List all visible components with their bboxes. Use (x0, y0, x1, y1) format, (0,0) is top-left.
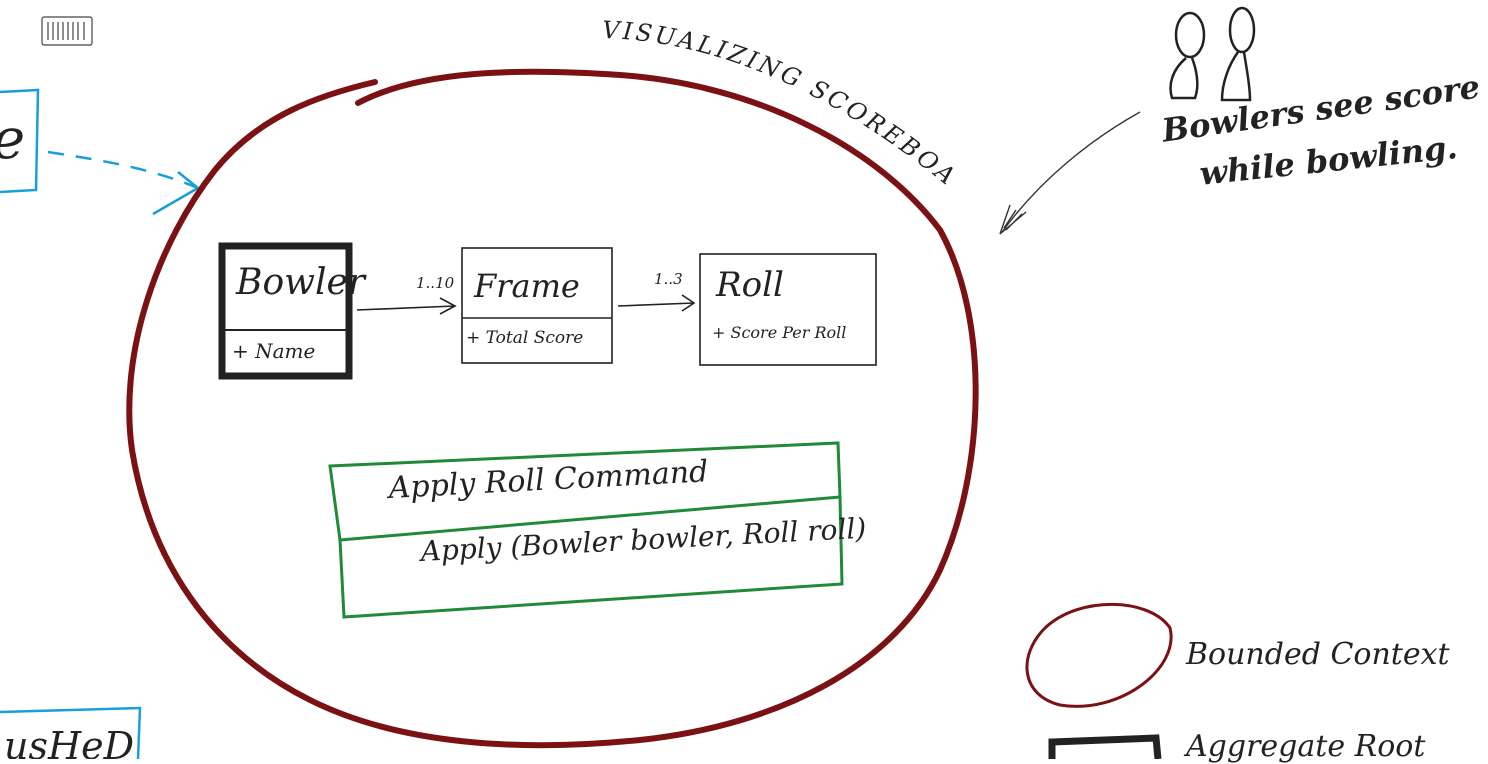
external-context-label: e (0, 107, 25, 172)
barcode-icon (41, 16, 93, 46)
frame-attribute: + Total Score (466, 328, 584, 348)
legend-aggregate-root-label: Aggregate Root (1186, 729, 1426, 764)
bowler-figure-icon (1169, 11, 1206, 100)
roll-attribute: + Score Per Roll (712, 323, 847, 342)
external-dependency-arrow (47, 150, 199, 216)
entity-frame (461, 247, 613, 364)
bounded-context-title: VISUALIZING SCOREBOARD (0, 0, 963, 192)
association-bowler-frame (356, 297, 457, 315)
bounded-context-boundary (126, 68, 979, 749)
association-frame-roll (617, 294, 696, 312)
aggregate-root-bowler (218, 242, 353, 380)
aggregate-root-name: Bowler (236, 262, 365, 303)
external-context-box-bottom: usHeD (0, 706, 142, 759)
legend-bounded-context-symbol (1025, 602, 1173, 708)
frame-name: Frame (474, 267, 580, 305)
entity-roll (699, 253, 877, 366)
legend-bounded-context-label: Bounded Context (1186, 637, 1450, 672)
annotation-arrow (999, 111, 1141, 235)
command-box (328, 441, 844, 619)
bowler-figure-icon (1220, 6, 1256, 102)
roll-name: Roll (716, 265, 784, 305)
legend-aggregate-root-symbol (1048, 734, 1162, 759)
aggregate-root-attribute: + Name (232, 339, 316, 363)
multiplicity-bowler-frame: 1..10 (416, 274, 455, 292)
external-context-bottom-label: usHeD (4, 724, 134, 759)
external-context-box: e (0, 88, 40, 194)
multiplicity-frame-roll: 1..3 (654, 270, 683, 288)
